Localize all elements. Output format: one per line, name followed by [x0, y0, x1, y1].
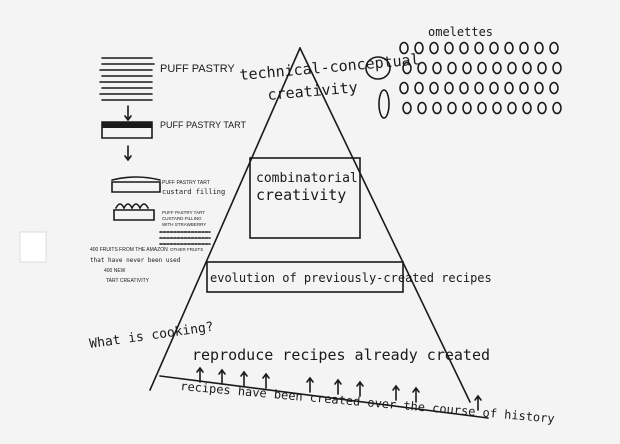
wall-label-card: [19, 231, 47, 263]
omelette-sketch: [417, 61, 427, 75]
history-arrows: [196, 366, 482, 411]
omelette-sketch: [504, 81, 514, 95]
omelette-sketch: [489, 41, 499, 55]
omelette-sketch: [477, 101, 487, 115]
omelette-sketch: [444, 81, 454, 95]
omelette-sketch: [477, 61, 487, 75]
puff-pastry-sequence: PUFF PASTRY PUFF PASTRY TART PUFF PASTRY…: [90, 57, 247, 284]
fruit-tart-drawing: [113, 203, 155, 221]
omelette-sketch: [492, 101, 502, 115]
omelette-sketch: [489, 81, 499, 95]
omelette-sketch: [402, 101, 412, 115]
combinatorial-label-1: combinatorial: [256, 171, 358, 186]
fruit-tart-label-4: OTHER FRUITS: [170, 247, 203, 252]
pyramid-left-edge: [149, 47, 301, 391]
omelette-sketch: [552, 61, 562, 75]
omelette-sketch: [519, 41, 529, 55]
omelette-sketch: [549, 81, 559, 95]
pyramid-base-line: [159, 375, 489, 419]
omelette-sketch: [552, 101, 562, 115]
evolution-label: evolution of previously-created recipes: [210, 271, 492, 285]
omelette-sketch: [429, 81, 439, 95]
omelette-sketch: [507, 61, 517, 75]
omelette-sketch: [459, 81, 469, 95]
omelette-sketch: [447, 61, 457, 75]
pyramid-right-edge: [299, 47, 471, 403]
note-line-3: 400 NEW: [104, 268, 126, 274]
evolution-box: [206, 261, 404, 293]
fruit-tart-label-3: WITH STRAWBERRY: [162, 222, 206, 227]
omelette-sketch: [504, 41, 514, 55]
omelette-sketch: [399, 81, 409, 95]
custard-tart-label-1: PUFF PASTRY TART: [162, 180, 210, 186]
arrow-down-icon: [124, 105, 132, 122]
omelette-sketch: [534, 81, 544, 95]
omelette-sketch: [402, 61, 412, 75]
omelette-sketch: [417, 101, 427, 115]
arrow-down-icon: [124, 145, 132, 162]
omelettes-title: omelettes: [428, 25, 493, 39]
omelette-sketch: [399, 41, 409, 55]
technical-creativity-label-1: technical-conceptual: [239, 50, 421, 84]
note-line-1: 400 FRUITS FROM THE AMAZON: [90, 247, 168, 253]
note-line-4: TART CREATIVITY: [106, 278, 150, 284]
omelette-sketch: [429, 41, 439, 55]
omelette-round-drawing: [365, 56, 391, 80]
puff-pastry-label: PUFF PASTRY: [160, 63, 235, 75]
omelette-sketch: [474, 41, 484, 55]
omelette-sketch: [492, 61, 502, 75]
omelette-sketch: [549, 41, 559, 55]
omelette-sketch: [462, 61, 472, 75]
omelette-sketch: [522, 101, 532, 115]
omelette-sketch: [432, 101, 442, 115]
combinatorial-label-2: creativity: [256, 186, 346, 204]
combinatorial-box: [249, 157, 361, 239]
custard-tart-label-2: custard filling: [162, 188, 225, 196]
omelette-sketch: [474, 81, 484, 95]
omelette-sketch: [414, 81, 424, 95]
omelette-sketch: [537, 61, 547, 75]
omelette-grid: [399, 41, 562, 115]
omelette-sketch: [462, 101, 472, 115]
fruit-list-lines: [159, 231, 211, 245]
fruit-tart-label-2: CUSTARD FILLING: [162, 216, 202, 221]
omelette-sketch: [444, 41, 454, 55]
note-line-2: that have never been used: [90, 257, 181, 264]
omelette-sketch: [519, 81, 529, 95]
custard-tart-drawing: [111, 176, 161, 193]
puff-pastry-tart-label: PUFF PASTRY TART: [160, 120, 247, 130]
omelettes-section: omelettes: [365, 25, 562, 119]
omelette-sketch: [447, 101, 457, 115]
omelette-sketch: [414, 41, 424, 55]
omelette-sketch: [522, 61, 532, 75]
omelette-sketch: [432, 61, 442, 75]
history-label: recipes have been created over the cours…: [180, 379, 555, 426]
omelette-folded-drawing: [378, 89, 390, 119]
fruit-tart-label-1: PUFF PASTRY TART: [162, 210, 205, 215]
puff-pastry-layers: [99, 57, 155, 101]
omelette-sketch: [537, 101, 547, 115]
omelette-sketch: [507, 101, 517, 115]
reproduce-label: reproduce recipes already created: [192, 346, 490, 364]
omelette-sketch: [534, 41, 544, 55]
technical-creativity-label-2: creativity: [267, 78, 359, 104]
omelette-sketch: [459, 41, 469, 55]
